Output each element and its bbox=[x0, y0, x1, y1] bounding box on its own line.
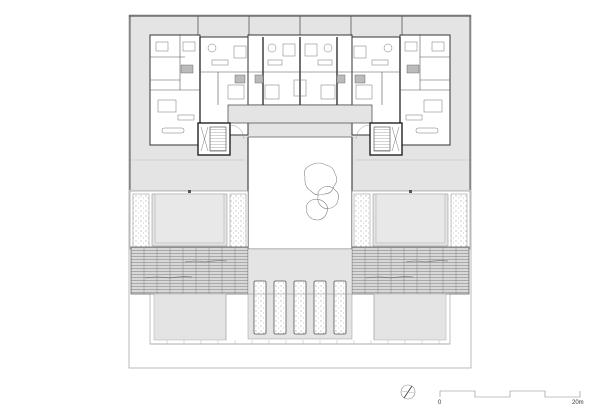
scale-bar-end-label: 20m bbox=[572, 400, 584, 406]
central-courtyard bbox=[247, 136, 353, 250]
tree-icon bbox=[306, 199, 328, 221]
north-arrow-icon bbox=[400, 384, 416, 400]
stair-core-right bbox=[355, 122, 403, 156]
planter-icon bbox=[293, 280, 307, 335]
right-hatched-lawn bbox=[351, 246, 470, 295]
lower-paving bbox=[149, 293, 451, 345]
scale-bar bbox=[439, 390, 581, 398]
planter-icon bbox=[333, 280, 347, 335]
apartment-building bbox=[149, 34, 451, 156]
scale-bar-start-label: 0 bbox=[438, 400, 442, 406]
tree-icon bbox=[317, 186, 339, 209]
planter-icon bbox=[313, 280, 327, 335]
right-garden bbox=[351, 190, 471, 250]
planter-icon bbox=[253, 280, 267, 335]
stair-core-left bbox=[197, 122, 245, 156]
tree-icon bbox=[303, 162, 338, 196]
left-garden bbox=[129, 190, 249, 250]
courtyard-trees bbox=[303, 162, 339, 221]
planter-icon bbox=[273, 280, 287, 335]
left-hatched-lawn bbox=[130, 246, 249, 295]
